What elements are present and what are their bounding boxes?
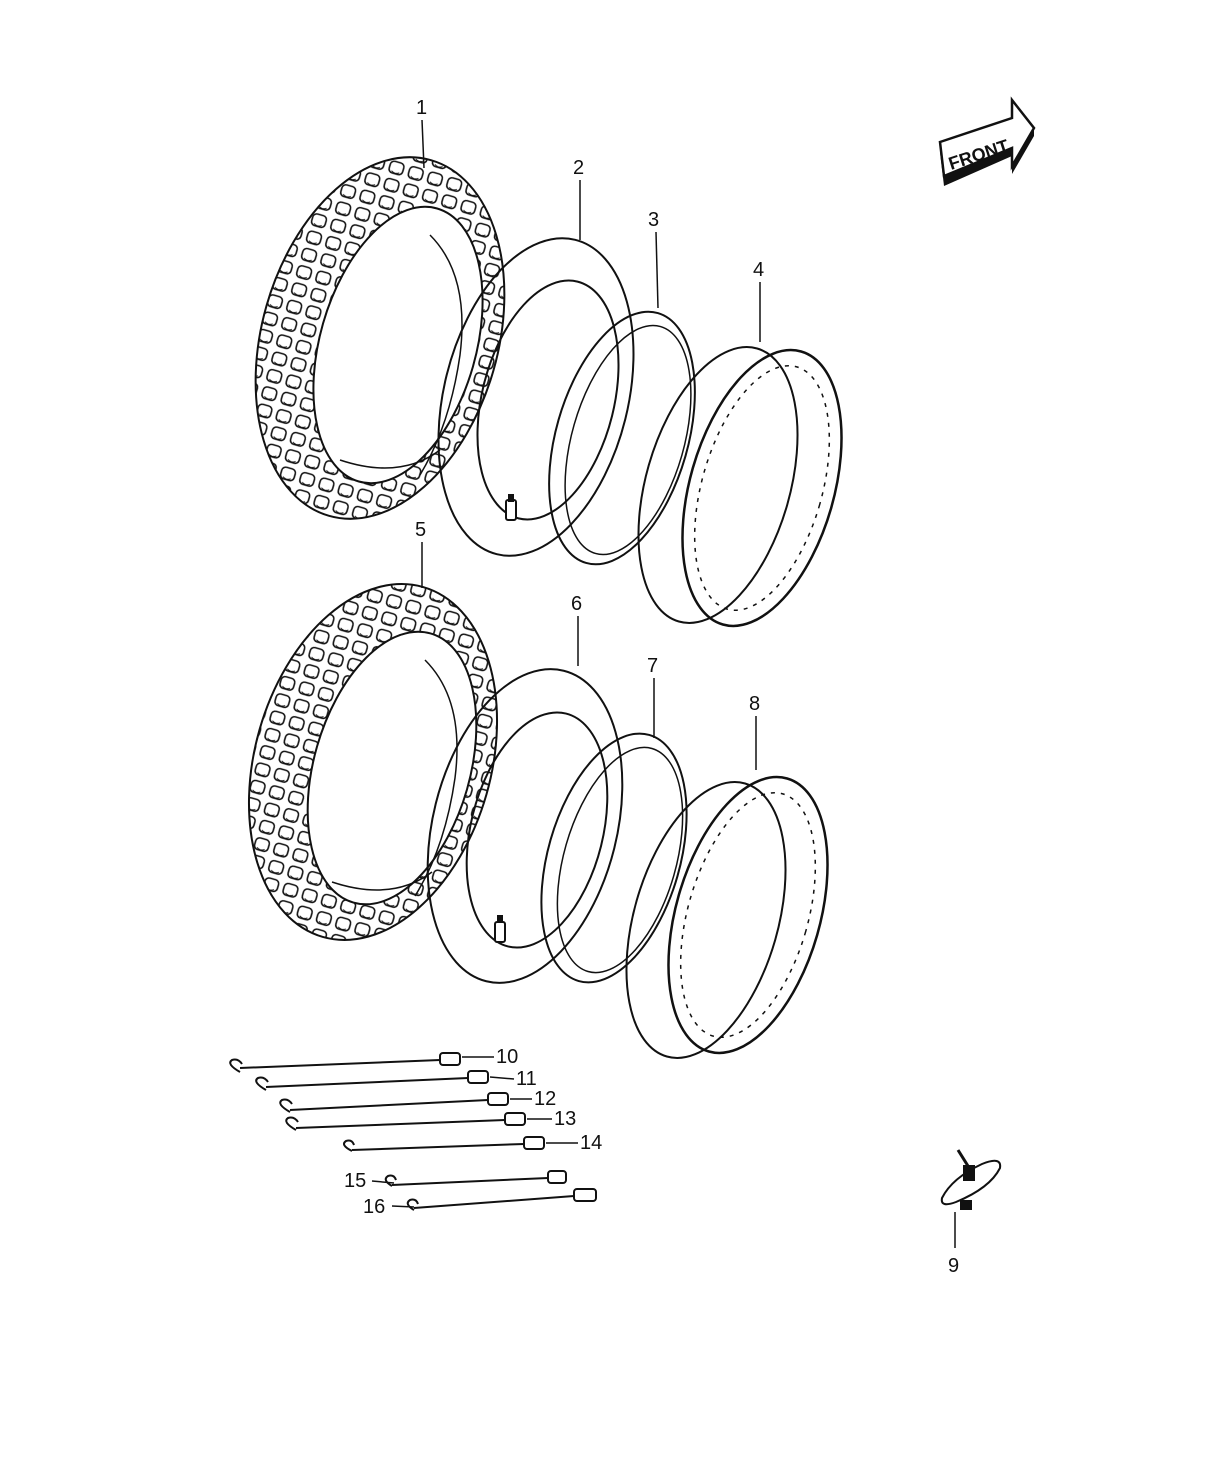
- callout-12: 12: [534, 1088, 556, 1110]
- upper-tube-valve-stem: [505, 494, 517, 521]
- callout-2: 2: [573, 157, 584, 179]
- spoke-14: [343, 1136, 545, 1152]
- callout-9: 9: [948, 1255, 959, 1277]
- callout-13: 13: [554, 1108, 576, 1130]
- callout-leaders: [371, 119, 956, 1248]
- upper-tire: [254, 156, 506, 520]
- spoke-13: [285, 1112, 526, 1131]
- upper-tube: [437, 237, 635, 557]
- callout-5: 5: [415, 519, 426, 541]
- callout-8: 8: [749, 693, 760, 715]
- lower-tire: [247, 583, 499, 941]
- callout-16: 16: [363, 1196, 385, 1218]
- callout-1: 1: [416, 97, 427, 119]
- lower-rim-band: [540, 732, 688, 984]
- callout-4: 4: [753, 259, 764, 281]
- spoke-16: [406, 1188, 597, 1211]
- callout-7: 7: [647, 655, 658, 677]
- callout-11: 11: [516, 1068, 537, 1090]
- lower-tube-valve-stem: [494, 915, 506, 943]
- spoke-12: [279, 1092, 509, 1113]
- lower-rim: [625, 775, 829, 1059]
- lower-tube: [426, 668, 624, 984]
- callout-6: 6: [571, 593, 582, 615]
- callout-14: 14: [580, 1132, 602, 1154]
- upper-rim: [637, 346, 843, 628]
- front-arrow-badge: FRONT: [938, 96, 1036, 186]
- spoke-15: [384, 1170, 567, 1187]
- callout-10: 10: [496, 1046, 518, 1068]
- spoke-11: [255, 1070, 489, 1091]
- callout-15: 15: [344, 1170, 366, 1192]
- tube-valve: [940, 1149, 1002, 1210]
- spoke-10: [229, 1052, 461, 1073]
- callout-3: 3: [648, 209, 659, 231]
- upper-rim-band: [548, 310, 696, 566]
